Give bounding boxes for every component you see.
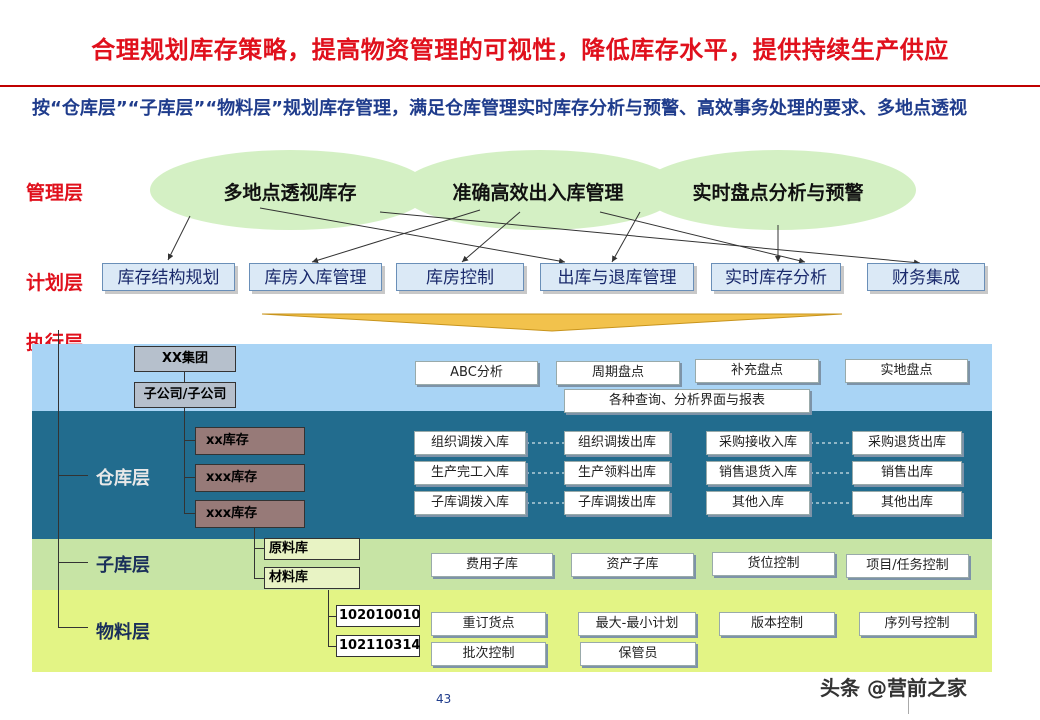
org-subinventory: 原料库 xyxy=(264,538,360,560)
org-item: 102010010 xyxy=(336,605,420,627)
planning-item: 财务集成 xyxy=(867,263,985,291)
org-warehouse: xxx库存 xyxy=(195,500,305,528)
dashed-connectors xyxy=(526,442,852,504)
function-box: 批次控制 xyxy=(431,642,546,666)
tree-line xyxy=(184,513,195,514)
subtitle: 按“仓库层”“子库层”“物料层”规划库存管理，满足仓库管理实时库存分析与预警、高… xyxy=(32,98,967,119)
planning-item: 库房入库管理 xyxy=(249,263,382,291)
function-box: 其他出库 xyxy=(852,491,962,515)
tree-line xyxy=(58,330,59,627)
tree-line xyxy=(184,477,195,478)
tree-line xyxy=(254,578,264,579)
footer-divider xyxy=(908,680,909,714)
level-label-material: 物料层 xyxy=(96,622,150,643)
function-box: 补充盘点 xyxy=(695,359,819,383)
tree-line xyxy=(58,562,88,563)
title-divider xyxy=(0,85,1040,87)
tree-line xyxy=(58,627,88,628)
function-box: 费用子库 xyxy=(431,553,553,577)
tree-line xyxy=(184,372,185,382)
function-box: 组织调拨出库 xyxy=(564,431,670,455)
function-box: 序列号控制 xyxy=(859,612,975,636)
tree-line xyxy=(254,527,255,579)
report-function-box: 各种查询、分析界面与报表 xyxy=(564,389,810,413)
connector-arrows xyxy=(167,207,921,332)
tree-line xyxy=(254,548,264,549)
function-box: 版本控制 xyxy=(719,612,835,636)
function-box: 销售退货入库 xyxy=(706,461,810,485)
function-box: 子库调拨入库 xyxy=(414,491,526,515)
management-item: 实时盘点分析与预警 xyxy=(692,182,864,204)
org-subinventory: 材料库 xyxy=(264,567,360,589)
org-warehouse: xxx库存 xyxy=(195,464,305,492)
function-box: 其他入库 xyxy=(706,491,810,515)
planning-item: 库房控制 xyxy=(396,263,524,291)
tree-line xyxy=(328,590,329,647)
function-box: 项目/任务控制 xyxy=(846,554,969,578)
function-box: 货位控制 xyxy=(712,552,835,576)
watermark: 头条 @营前之家 xyxy=(820,676,967,700)
org-warehouse: xx库存 xyxy=(195,427,305,455)
planning-item: 出库与退库管理 xyxy=(540,263,694,291)
tree-line xyxy=(58,475,88,476)
function-box: 组织调拨入库 xyxy=(414,431,526,455)
function-box: 采购退货出库 xyxy=(852,431,962,455)
level-label-warehouse: 仓库层 xyxy=(96,468,150,489)
function-box: 周期盘点 xyxy=(556,361,680,385)
ellipse-realtime-count xyxy=(640,150,916,230)
layer-label-planning: 计划层 xyxy=(26,272,84,294)
management-item: 准确高效出入库管理 xyxy=(452,182,624,204)
tree-line xyxy=(184,407,185,514)
function-box: ABC分析 xyxy=(415,361,538,385)
function-box: 子库调拨出库 xyxy=(564,491,670,515)
function-box: 采购接收入库 xyxy=(706,431,810,455)
function-box: 实地盘点 xyxy=(845,359,968,383)
function-box: 生产领料出库 xyxy=(564,461,670,485)
function-box: 最大-最小计划 xyxy=(578,612,696,636)
tree-line xyxy=(184,440,195,441)
org-subsidiary: 子公司/子公司 xyxy=(134,382,236,408)
function-box: 资产子库 xyxy=(571,553,694,577)
function-box: 保管员 xyxy=(580,642,696,666)
planning-item: 实时库存分析 xyxy=(711,263,841,291)
ellipse-io-management xyxy=(400,150,680,230)
org-item: 102110314 xyxy=(336,635,420,657)
function-box: 销售出库 xyxy=(852,461,962,485)
planning-item: 库存结构规划 xyxy=(102,263,235,291)
ellipse-multi-site xyxy=(150,150,430,230)
tree-line xyxy=(328,616,336,617)
level-label-subinventory: 子库层 xyxy=(96,555,150,576)
management-item: 多地点透视库存 xyxy=(223,182,357,204)
page-title: 合理规划库存策略，提高物资管理的可视性，降低库存水平，提供持续生产供应 xyxy=(91,36,949,64)
page-number: 43 xyxy=(436,692,452,706)
org-group: XX集团 xyxy=(134,346,236,372)
tree-line xyxy=(328,646,336,647)
function-box: 生产完工入库 xyxy=(414,461,526,485)
function-box: 重订货点 xyxy=(431,612,546,636)
layer-label-management: 管理层 xyxy=(26,182,84,204)
